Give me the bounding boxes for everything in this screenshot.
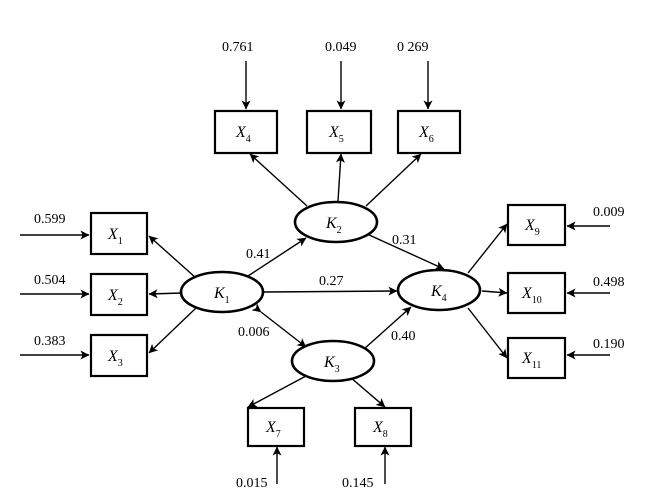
indicator-box-x3 xyxy=(89,333,149,378)
indicator-label-x8: X8 xyxy=(372,419,388,440)
indicator-box-x6 xyxy=(396,109,462,155)
edge-k1-x3 xyxy=(148,307,197,354)
indicator-label-x1: X1 xyxy=(107,226,123,247)
indicator-label-x5: X5 xyxy=(328,124,344,145)
edge-k4-x9 xyxy=(467,223,508,274)
indicator-box-x9 xyxy=(506,203,567,247)
indicator-boxes xyxy=(89,109,567,448)
coef-k3-k4: 0.40 xyxy=(391,329,416,344)
indicator-box-x11 xyxy=(506,336,567,380)
edge-k2-x4 xyxy=(249,153,308,207)
indicator-label-x2: X2 xyxy=(107,287,123,308)
coef-k1-k4: 0.27 xyxy=(319,274,344,289)
coef-k1-k2: 0.41 xyxy=(246,247,271,262)
node-labels: K1 K2 K3 K4 X1 X2 X3 X4 X5 X6 X7 X8 X9 X… xyxy=(107,124,542,440)
indicator-box-x2 xyxy=(89,272,149,317)
error-label-x11: 0.190 xyxy=(593,337,625,352)
latent-label-k1: K1 xyxy=(213,285,230,306)
indicator-label-x4: X4 xyxy=(235,124,251,145)
indicator-box-x4 xyxy=(213,109,279,155)
latent-ellipse-k2 xyxy=(293,200,379,244)
error-label-x7: 0.015 xyxy=(236,476,268,491)
indicator-label-x10: X10 xyxy=(521,285,542,306)
path-coefficients: 0.41 0.27 0.006 0.31 0.40 xyxy=(238,233,417,344)
error-label-x2: 0.504 xyxy=(34,273,66,288)
edge-k2-k4 xyxy=(366,233,445,270)
indicator-label-x9: X9 xyxy=(524,217,540,238)
edge-k1-k4 xyxy=(263,286,398,296)
error-label-x1: 0.599 xyxy=(34,212,66,227)
edge-k3-x7 xyxy=(247,375,307,408)
edge-k1-x1 xyxy=(148,235,197,279)
indicator-box-x1 xyxy=(89,211,149,256)
latent-ellipse-k4 xyxy=(396,268,482,312)
edge-k2-x6 xyxy=(365,153,422,207)
error-label-x5: 0.049 xyxy=(325,40,357,55)
edge-k2-x5 xyxy=(335,153,345,202)
error-label-x9: 0.009 xyxy=(593,205,625,220)
latent-label-k4: K4 xyxy=(430,283,447,304)
indicator-label-x6: X6 xyxy=(418,124,434,145)
error-label-x4: 0.761 xyxy=(222,40,254,55)
error-terms: 0.599 0.504 0.383 0.761 0.049 0 269 0.01… xyxy=(34,40,625,491)
error-label-x6: 0 269 xyxy=(397,40,429,55)
indicator-box-x7 xyxy=(246,406,306,448)
latent-label-k2: K2 xyxy=(325,215,342,236)
error-label-x8: 0.145 xyxy=(342,476,374,491)
indicator-box-x8 xyxy=(353,406,413,448)
edge-k3-k4 xyxy=(363,306,412,350)
latent-label-k3: K3 xyxy=(323,354,340,375)
edge-k1-k2 xyxy=(247,237,307,277)
coef-k2-k4: 0.31 xyxy=(392,233,417,248)
indicator-label-x7: X7 xyxy=(265,419,281,440)
latent-ellipse-k3 xyxy=(290,339,376,383)
indicator-box-x5 xyxy=(305,109,373,155)
edges xyxy=(20,61,610,484)
error-label-x10: 0.498 xyxy=(593,275,625,290)
edge-k1-k3 xyxy=(251,303,307,348)
indicator-label-x3: X3 xyxy=(107,348,123,369)
latent-nodes xyxy=(179,200,482,383)
indicator-box-x10 xyxy=(506,271,567,315)
latent-ellipse-k1 xyxy=(179,270,265,314)
edge-k1-x2 xyxy=(148,289,183,299)
edge-k4-x10 xyxy=(481,287,508,297)
coef-k1-k3: 0.006 xyxy=(238,325,270,340)
indicator-label-x11: X11 xyxy=(521,350,541,371)
edge-k3-x8 xyxy=(349,376,386,408)
error-label-x3: 0.383 xyxy=(34,334,66,349)
edge-k4-x11 xyxy=(467,307,508,359)
